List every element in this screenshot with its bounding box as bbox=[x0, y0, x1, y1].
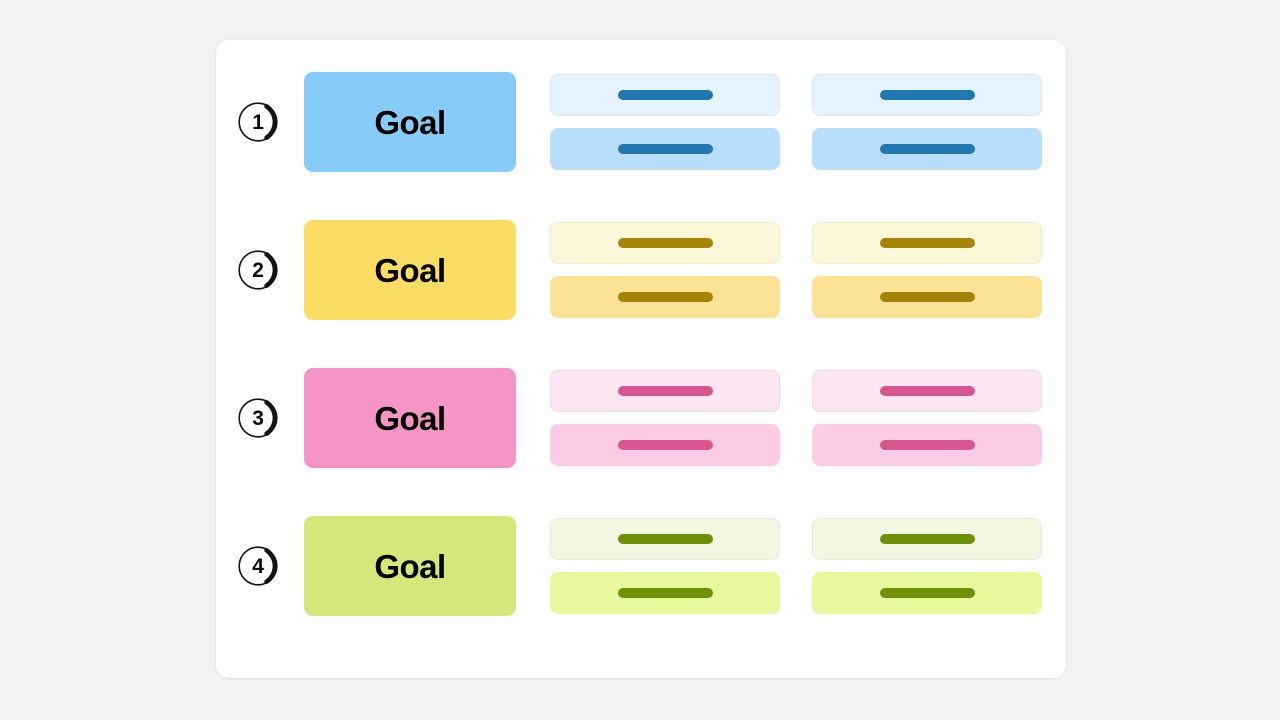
task-column-middle bbox=[550, 222, 780, 318]
goal-block-label: Goal bbox=[374, 399, 446, 437]
task-column-right bbox=[812, 74, 1042, 170]
task-placeholder-bar bbox=[617, 534, 713, 544]
goal-row: 4 Goal bbox=[216, 492, 1066, 640]
task-card[interactable] bbox=[550, 572, 780, 614]
task-card[interactable] bbox=[812, 424, 1042, 466]
circle-outline-icon bbox=[238, 102, 278, 142]
task-placeholder-bar bbox=[879, 386, 975, 396]
task-placeholder-bar bbox=[879, 534, 975, 544]
goal-block-label: Goal bbox=[374, 547, 446, 585]
task-placeholder-bar bbox=[879, 588, 975, 598]
task-card[interactable] bbox=[550, 276, 780, 318]
step-number-label: 1 bbox=[252, 110, 264, 134]
step-number-label: 4 bbox=[252, 554, 264, 578]
task-card[interactable] bbox=[550, 74, 780, 116]
goal-block-label: Goal bbox=[374, 103, 446, 141]
task-placeholder-bar bbox=[879, 238, 975, 248]
circle-outline-icon bbox=[238, 250, 278, 290]
task-placeholder-bar bbox=[617, 588, 713, 598]
task-card[interactable] bbox=[812, 128, 1042, 170]
task-card[interactable] bbox=[812, 370, 1042, 412]
task-placeholder-bar bbox=[617, 386, 713, 396]
task-placeholder-bar bbox=[617, 144, 713, 154]
goal-row: 1 Goal bbox=[216, 48, 1066, 196]
goal-block[interactable]: Goal bbox=[304, 72, 516, 172]
step-number-badge: 3 bbox=[236, 396, 280, 440]
task-placeholder-bar bbox=[879, 144, 975, 154]
task-card[interactable] bbox=[550, 222, 780, 264]
step-number-badge: 1 bbox=[236, 100, 280, 144]
goal-block[interactable]: Goal bbox=[304, 368, 516, 468]
goal-block[interactable]: Goal bbox=[304, 516, 516, 616]
step-number-badge: 4 bbox=[236, 544, 280, 588]
task-column-right bbox=[812, 370, 1042, 466]
task-card[interactable] bbox=[812, 276, 1042, 318]
task-column-right bbox=[812, 222, 1042, 318]
task-card[interactable] bbox=[550, 128, 780, 170]
task-card[interactable] bbox=[550, 370, 780, 412]
goal-row: 2 Goal bbox=[216, 196, 1066, 344]
goal-block-label: Goal bbox=[374, 251, 446, 289]
goal-row: 3 Goal bbox=[216, 344, 1066, 492]
task-placeholder-bar bbox=[617, 440, 713, 450]
step-number-label: 2 bbox=[252, 258, 264, 282]
circle-outline-icon bbox=[238, 398, 278, 438]
task-column-middle bbox=[550, 370, 780, 466]
task-card[interactable] bbox=[812, 222, 1042, 264]
task-placeholder-bar bbox=[879, 440, 975, 450]
task-card[interactable] bbox=[550, 518, 780, 560]
task-placeholder-bar bbox=[617, 292, 713, 302]
task-column-right bbox=[812, 518, 1042, 614]
task-card[interactable] bbox=[812, 518, 1042, 560]
task-column-middle bbox=[550, 518, 780, 614]
goal-block[interactable]: Goal bbox=[304, 220, 516, 320]
task-card[interactable] bbox=[812, 572, 1042, 614]
step-number-badge: 2 bbox=[236, 248, 280, 292]
task-card[interactable] bbox=[812, 74, 1042, 116]
task-placeholder-bar bbox=[617, 238, 713, 248]
task-card[interactable] bbox=[550, 424, 780, 466]
task-placeholder-bar bbox=[879, 292, 975, 302]
task-column-middle bbox=[550, 74, 780, 170]
task-placeholder-bar bbox=[879, 90, 975, 100]
step-number-label: 3 bbox=[252, 406, 264, 430]
task-placeholder-bar bbox=[617, 90, 713, 100]
circle-outline-icon bbox=[238, 546, 278, 586]
